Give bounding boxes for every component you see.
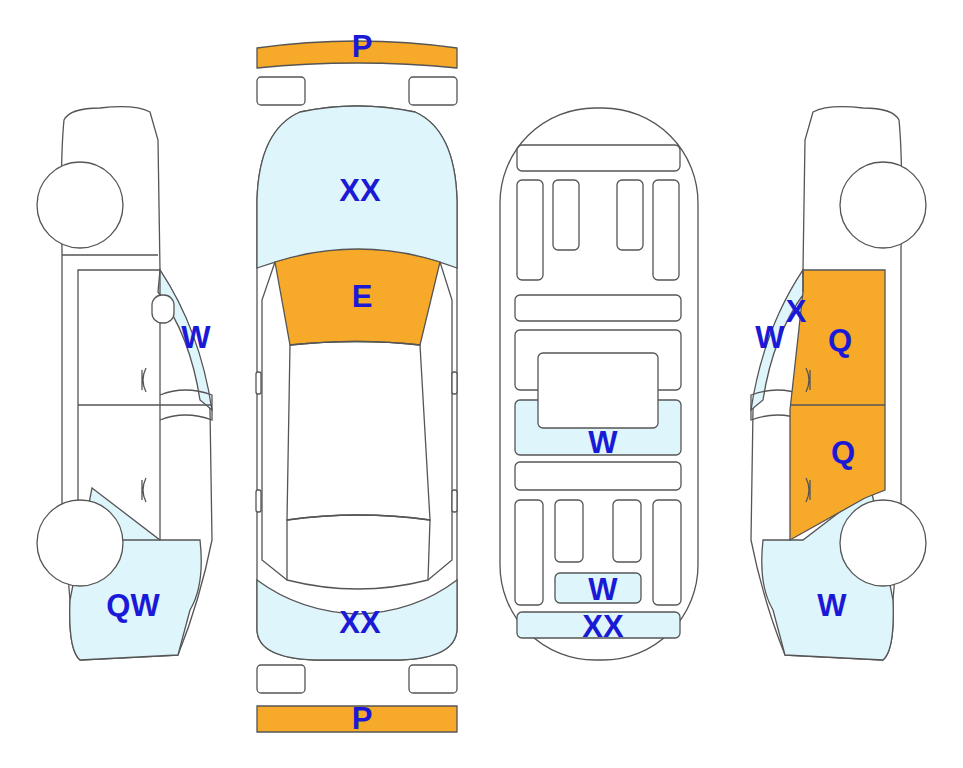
damage-code: W bbox=[588, 574, 617, 605]
damage-code: X bbox=[786, 296, 807, 327]
damage-code: Q bbox=[831, 437, 855, 468]
damage-code: P bbox=[352, 703, 373, 734]
underside-view bbox=[500, 108, 698, 660]
damage-code: XX bbox=[582, 611, 623, 642]
lamp bbox=[409, 665, 457, 693]
top-view bbox=[256, 106, 457, 660]
damage-code: XX bbox=[339, 175, 380, 206]
lamp bbox=[257, 665, 305, 693]
left-side-view bbox=[37, 107, 212, 660]
right-side-view bbox=[751, 107, 926, 660]
damage-code: QW bbox=[106, 590, 159, 621]
damage-code: W bbox=[588, 427, 617, 458]
damage-code: P bbox=[352, 31, 373, 62]
damage-code: W bbox=[755, 322, 784, 353]
damage-code: W bbox=[817, 590, 846, 621]
damage-code: W bbox=[181, 322, 210, 353]
lamp bbox=[409, 77, 457, 105]
damage-code: XX bbox=[339, 607, 380, 638]
damage-code: E bbox=[352, 281, 373, 312]
lamp bbox=[257, 77, 305, 105]
damage-code: Q bbox=[828, 325, 852, 356]
